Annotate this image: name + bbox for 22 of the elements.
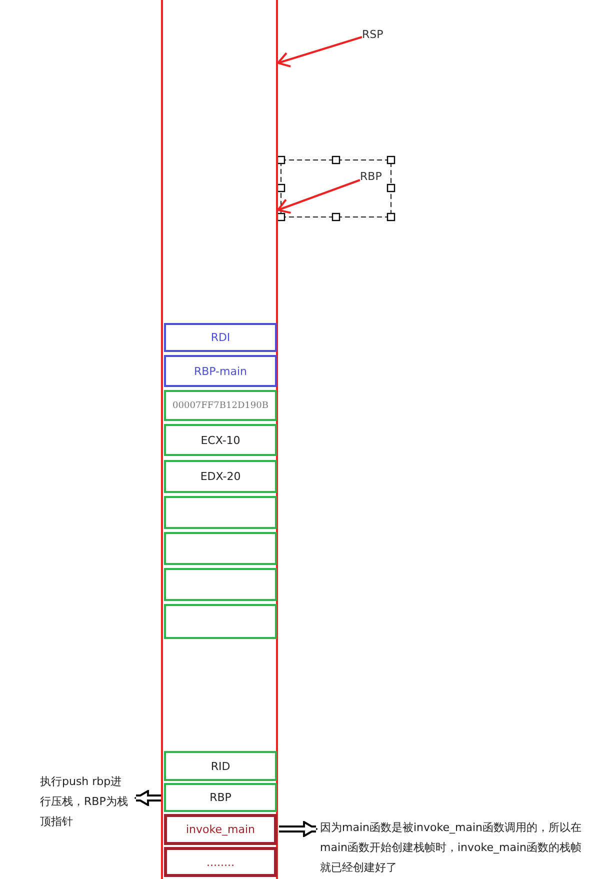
register-label: RBP	[360, 170, 382, 183]
pointer-arrow	[277, 36, 362, 68]
empty-stack-slot	[164, 568, 277, 601]
block-arrow	[135, 790, 162, 806]
register-label: RSP	[362, 28, 384, 41]
stack-column	[161, 0, 278, 879]
pointer-arrow	[277, 179, 360, 214]
empty-stack-slot	[164, 496, 277, 529]
block-arrow	[279, 821, 317, 837]
stack-slot: RDI	[164, 323, 277, 352]
stack-slot: RBP	[164, 783, 277, 812]
stack-slot: ........	[164, 847, 277, 877]
note-text: 执行push rbp进行压栈，RBP为栈顶指针	[40, 772, 132, 832]
stack-slot: RID	[164, 751, 277, 781]
stack-slot: 00007FF7B12D190B	[164, 390, 277, 421]
empty-stack-slot	[164, 532, 277, 565]
stack-slot: EDX-20	[164, 460, 277, 493]
note-text: 因为main函数是被invoke_main函数调用的，所以在main函数开始创建栈帧时，invoke_main函数的栈帧就已经创建好了	[320, 818, 592, 878]
stack-slot: ECX-10	[164, 424, 277, 456]
stack-slot: RBP-main	[164, 355, 277, 387]
stack-slot: invoke_main	[164, 814, 277, 845]
empty-stack-slot	[164, 604, 277, 639]
